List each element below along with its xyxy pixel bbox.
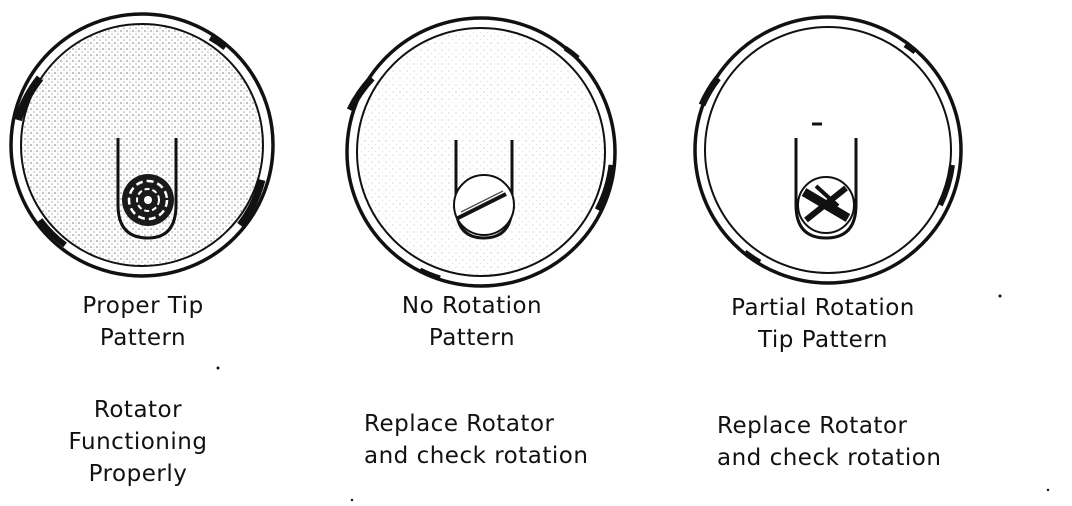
no-rotation-action-label: Replace Rotator and check rotation bbox=[364, 408, 614, 472]
proper-action-line-2: Functioning bbox=[68, 429, 208, 455]
partial-rotation-action-label: Replace Rotator and check rotation bbox=[717, 410, 967, 474]
valve-tip-partial-rotation-icon bbox=[693, 15, 963, 285]
no-rotation-pattern-label: No Rotation Pattern bbox=[372, 290, 572, 354]
proper-name-line-1: Proper Tip bbox=[82, 293, 204, 319]
none-name-line-1: No Rotation bbox=[401, 293, 543, 319]
proper-tip-pattern-label: Proper Tip Pattern bbox=[48, 290, 238, 354]
partial-name-line-1: Partial Rotation bbox=[731, 295, 915, 321]
proper-name-line-2: Pattern bbox=[99, 325, 187, 351]
proper-tip-action-label: Rotator Functioning Properly bbox=[38, 394, 238, 490]
valve-tip-no-rotation-icon bbox=[345, 16, 617, 288]
partial-action-line-1: Replace Rotator bbox=[717, 413, 908, 439]
proper-action-line-1: Rotator bbox=[93, 397, 183, 423]
proper-action-line-3: Properly bbox=[88, 461, 188, 487]
none-action-line-2: and check rotation bbox=[364, 443, 589, 469]
none-action-line-1: Replace Rotator bbox=[364, 411, 555, 437]
none-name-line-2: Pattern bbox=[428, 325, 516, 351]
valve-tip-proper-icon bbox=[9, 12, 275, 278]
partial-rotation-pattern-label: Partial Rotation Tip Pattern bbox=[718, 292, 928, 356]
partial-action-line-2: and check rotation bbox=[717, 445, 942, 471]
partial-name-line-2: Tip Pattern bbox=[758, 327, 888, 353]
